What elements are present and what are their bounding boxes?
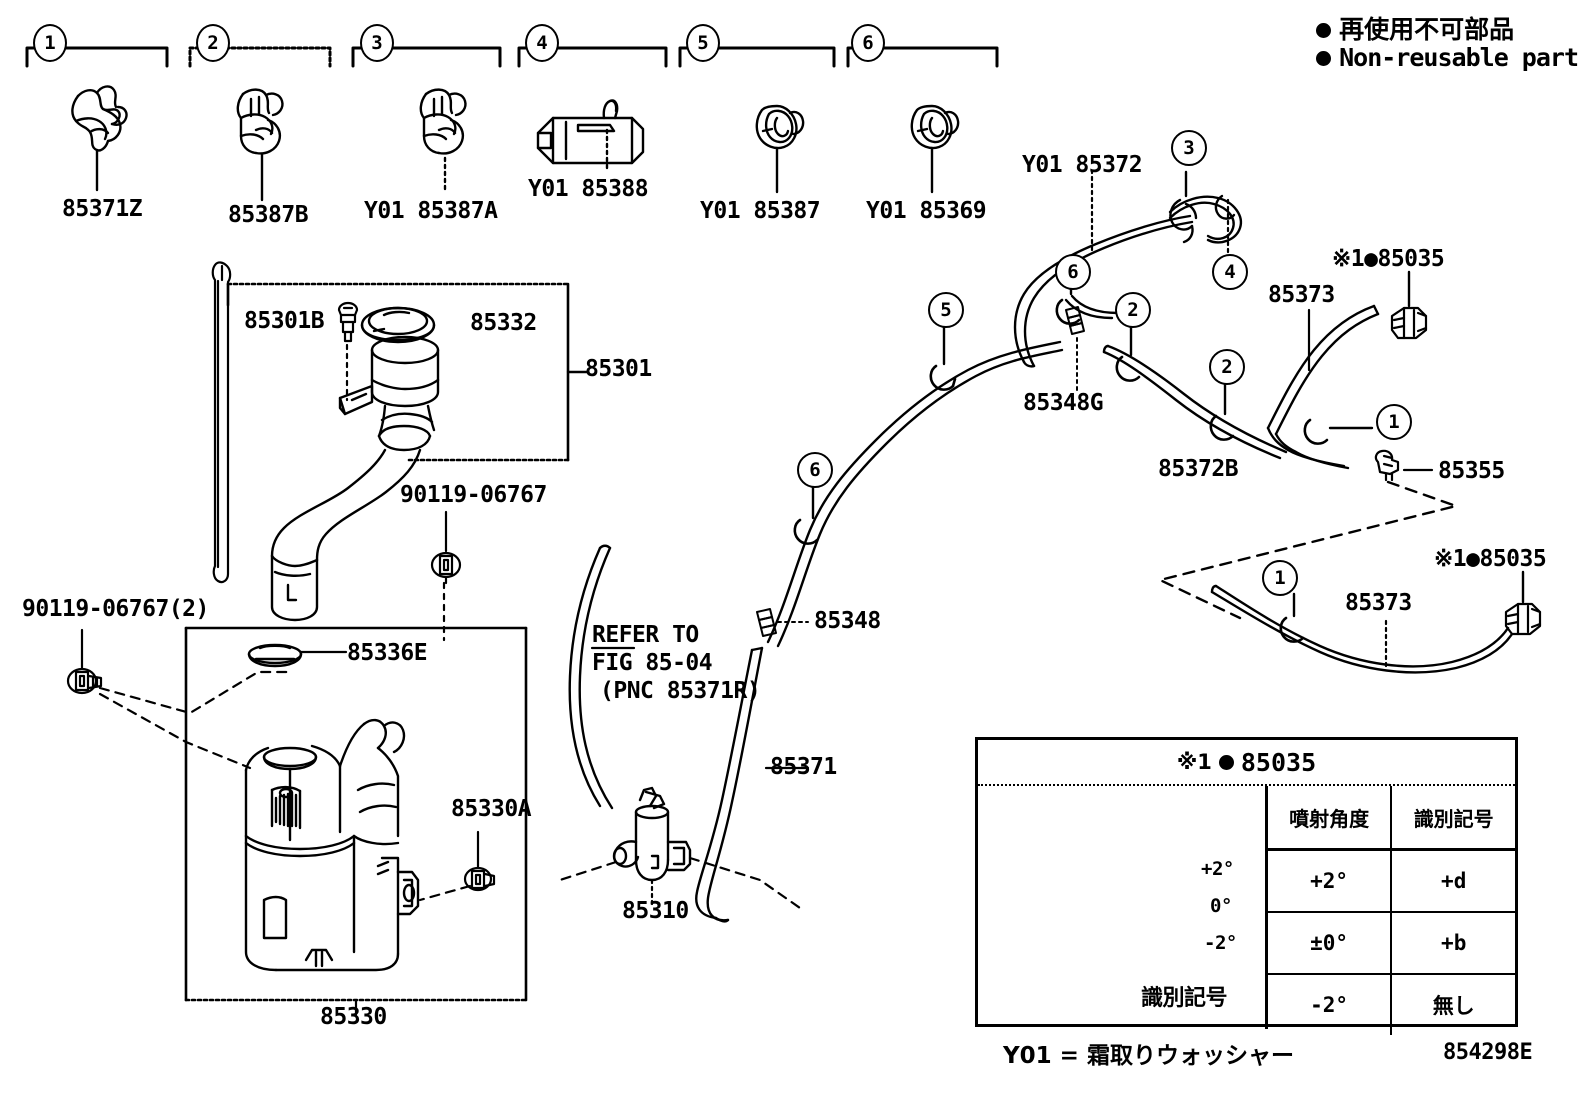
part-label-85373-top: 85373 [1268,282,1335,308]
callout-2: 2 [196,24,230,62]
table-row: -2° 無し [1267,973,1515,1035]
callout-hose-6b: 6 [797,452,833,488]
spec-figure-cell: +2° 0° -2° 識別記号 [978,786,1268,1029]
spec-table: ※1 85035 +2° 0° -2° 識別記号 噴射角度 識別記号 +2° +… [975,737,1518,1035]
part-label-85336e: 85336E [347,640,428,666]
refer-note-line3: (PNC 85371R) [600,678,761,704]
part-label-y01-85388: Y01 85388 [528,176,649,202]
part-label-85371: 85371 [770,754,837,780]
table-row: ±0° +b [1267,911,1515,975]
table-row: +2° +d [1267,848,1515,913]
cell-mark-2: +b [1390,911,1515,975]
angle-label-minus: -2° [1204,932,1237,954]
callout-hose-2b: 2 [1209,349,1245,385]
identification-mark-callout: 識別記号 [1141,986,1228,1011]
part-label-85355: 85355 [1438,458,1505,484]
callout-hose-3: 3 [1171,130,1207,166]
callout-hose-4: 4 [1212,254,1248,290]
filled-circle-icon [1218,754,1234,770]
part-label-85035-bottom: ※1●85035 [1434,546,1547,572]
cell-angle-3: -2° [1267,973,1393,1035]
part-label-y01-85387: Y01 85387 [700,198,821,224]
part-label-y01-85387a: Y01 85387A [364,198,498,224]
part-label-85310: 85310 [622,898,689,924]
refer-note-line2: FIG 85-04 [592,650,713,676]
figure-number: 854298E [1443,1040,1533,1065]
callout-6: 6 [851,24,885,62]
footnote-y01: Y01 = 霜取りウォッシャー [1003,1043,1294,1069]
part-label-90119-06767-2: 90119-06767(2) [22,596,209,622]
part-label-85332: 85332 [470,310,537,336]
column-header-id-mark: 識別記号 [1390,786,1515,851]
part-label-85373-bottom: 85373 [1345,590,1412,616]
callout-3: 3 [360,24,394,62]
column-header-spray-angle: 噴射角度 [1267,786,1393,851]
angle-label-plus: +2° [1201,858,1234,880]
spec-part-number: 85035 [1240,747,1317,777]
part-label-y01-85372: Y01 85372 [1022,152,1143,178]
spec-values-table: 噴射角度 識別記号 +2° +d ±0° +b -2° 無し [1267,786,1515,1035]
legend-label-en: Non-reusable part [1339,43,1579,72]
cell-mark-3: 無し [1390,973,1515,1035]
part-label-85348g: 85348G [1023,390,1104,416]
part-label-85371z: 85371Z [62,196,143,222]
part-label-y01-85369: Y01 85369 [866,198,987,224]
callout-5: 5 [686,24,720,62]
part-label-85372b: 85372B [1158,456,1239,482]
refer-note-line1: REFER TO [592,622,699,648]
spec-table-header: ※1 85035 [978,740,1515,786]
callout-hose-2a: 2 [1115,292,1151,328]
part-label-85035-top: ※1●85035 [1332,246,1445,272]
part-label-85387b: 85387B [228,202,309,228]
part-label-85348: 85348 [814,608,881,634]
table-header-row: 噴射角度 識別記号 [1267,786,1515,851]
callout-hose-6a: 6 [1055,254,1091,290]
spec-mark: ※1 [1176,750,1212,774]
legend-nonreusable: 再使用不可部品 Non-reusable part [1316,16,1579,72]
part-label-85330: 85330 [320,1004,387,1030]
part-label-90119-06767: 90119-06767 [400,482,547,508]
legend-label-jp: 再使用不可部品 [1339,15,1515,44]
cell-angle-2: ±0° [1267,911,1393,975]
part-label-85330a: 85330A [451,796,532,822]
callout-hose-1a: 1 [1376,404,1412,440]
cell-angle-1: +2° [1267,848,1393,913]
filled-circle-icon [1316,50,1332,66]
callout-1: 1 [33,24,67,62]
part-label-85301b: 85301B [244,308,325,334]
legend-row-en: Non-reusable part [1316,43,1579,72]
angle-label-zero: 0° [1210,895,1232,917]
callout-hose-1b: 1 [1262,560,1298,596]
callout-hose-5: 5 [928,292,964,328]
legend-row-jp: 再使用不可部品 [1316,16,1578,44]
callout-4: 4 [525,24,559,62]
cell-mark-1: +d [1390,848,1515,913]
part-label-85301: 85301 [585,356,652,382]
filled-circle-icon [1316,22,1332,38]
